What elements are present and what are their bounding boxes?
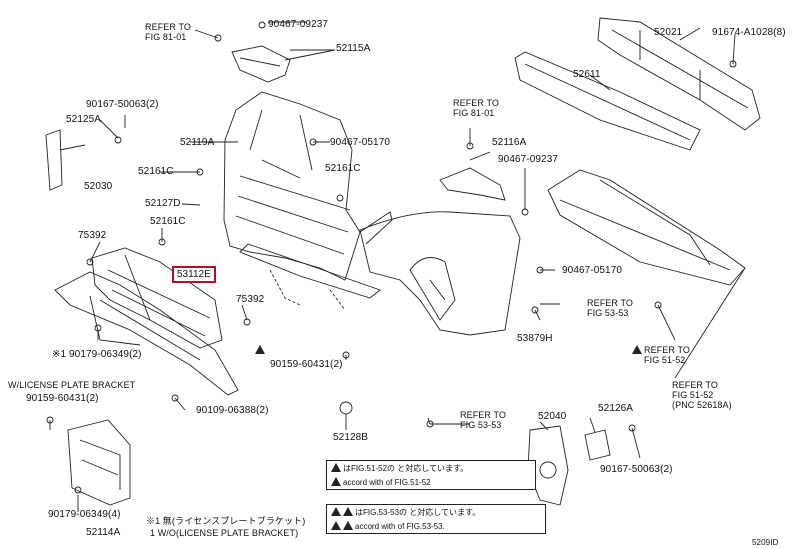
- ref-fig-53-53-a: REFER TO FIG 53-53: [587, 298, 633, 318]
- bracket-52115A-shape: [231, 45, 291, 83]
- note-text: はFIG.51-52の と対応しています。: [343, 464, 469, 473]
- radiator-support-shape: [223, 91, 361, 281]
- license-bracket-label: W/LICENSE PLATE BRACKET: [8, 380, 136, 390]
- warning-triangle-icon: [331, 507, 341, 516]
- part-90159-60431-b-wrap: [255, 345, 267, 355]
- bracket-52125A-shape: [45, 129, 86, 191]
- part-52119A[interactable]: 52119A: [180, 137, 215, 148]
- part-52161C-b[interactable]: 52161C: [325, 163, 361, 174]
- note-line-1: はFIG.51-52の と対応しています。: [331, 463, 531, 473]
- part-52021[interactable]: 52021: [654, 27, 683, 38]
- license-bracket-shape: [67, 419, 131, 506]
- ref-text: REFER TO FIG 81-01: [145, 22, 191, 42]
- footnote-en: 1 W/O(LICENSE PLATE BRACKET): [150, 528, 299, 538]
- part-52040[interactable]: 52040: [538, 411, 567, 422]
- ref-text: REFER TO FIG 51-52 (PNC 52618A): [672, 380, 732, 410]
- part-90179-06349-4[interactable]: 90179-06349(4): [48, 509, 121, 520]
- part-90167-50063-b[interactable]: 90167-50063(2): [600, 464, 673, 475]
- note-text: accord with of FIG.53-53.: [355, 522, 445, 531]
- ref-fig-53-53-b: REFER TO FIG 53-53: [460, 410, 506, 430]
- warning-triangle-icon: [331, 477, 341, 486]
- note-text: accord with of FIG.51-52: [343, 478, 431, 487]
- footnote-jp: ※1 無(ライセンスプレートブラケット): [146, 516, 306, 526]
- warning-triangle-icon: [343, 507, 353, 516]
- part-52030[interactable]: 52030: [84, 181, 113, 192]
- part-53879H[interactable]: 53879H: [517, 333, 553, 344]
- part-90467-05170-a[interactable]: 90467-05170: [330, 137, 391, 148]
- ref-fig-81-01-b: REFER TO FIG 81-01: [453, 98, 499, 118]
- fender-liner-shape: [359, 211, 521, 336]
- warning-triangle-icon: [632, 345, 642, 354]
- warning-triangle-icon: [255, 345, 265, 354]
- part-52126A[interactable]: 52126A: [598, 403, 634, 414]
- part-90467-05170-b[interactable]: 90467-05170: [562, 265, 623, 276]
- part-90467-09237-a[interactable]: 90467-09237: [268, 19, 329, 30]
- note-line-3: はFIG.53-53の と対応しています。: [331, 507, 541, 517]
- grille-53112E-shape: [91, 247, 223, 349]
- note-text: はFIG.53-53の と対応しています。: [355, 508, 481, 517]
- part-75392-b[interactable]: 75392: [236, 294, 265, 305]
- ref-text: REFER TO FIG 53-53: [587, 298, 633, 318]
- lower-spoiler-shape: [54, 271, 239, 396]
- part-52128B[interactable]: 52128B: [333, 432, 369, 443]
- part-52125A[interactable]: 52125A: [66, 114, 102, 125]
- part-52116A[interactable]: 52116A: [492, 137, 527, 148]
- ref-fig-51-52-b: REFER TO FIG 51-52 (PNC 52618A): [672, 380, 732, 410]
- part-52127D[interactable]: 52127D: [145, 198, 181, 209]
- part-52161C-c[interactable]: 52161C: [150, 216, 186, 227]
- ref-fig-51-52-a-wrap: REFER TO FIG 51-52: [632, 345, 690, 365]
- part-52115A[interactable]: 52115A: [336, 43, 371, 54]
- note-box-fig51: はFIG.51-52の と対応しています。 accord with of FIG…: [326, 460, 536, 490]
- note-box-fig53: はFIG.53-53の と対応しています。 accord with of FIG…: [326, 504, 546, 534]
- note-line-4: accord with of FIG.53-53.: [331, 521, 541, 531]
- part-90179-06349-2[interactable]: ※1 90179-06349(2): [52, 349, 142, 360]
- part-52611[interactable]: 52611: [573, 69, 601, 80]
- warning-triangle-icon: [331, 463, 341, 472]
- diagram-id: 5209ID: [752, 538, 779, 547]
- part-90109-06388[interactable]: 90109-06388(2): [196, 405, 269, 416]
- ref-fig-81-01-a: REFER TO FIG 81-01: [145, 22, 191, 42]
- part-75392-a[interactable]: 75392: [78, 230, 107, 241]
- part-52161C-a[interactable]: 52161C: [138, 166, 174, 177]
- lower-crossmember-shape: [239, 243, 381, 299]
- part-90467-09237-b[interactable]: 90467-09237: [498, 154, 559, 165]
- warning-triangle-icon: [331, 521, 341, 530]
- part-53112E-highlighted[interactable]: 53112E: [172, 266, 216, 283]
- part-52114A[interactable]: 52114A: [86, 527, 121, 538]
- note-line-2: accord with of FIG.51-52: [331, 477, 531, 487]
- warning-triangle-icon: [343, 521, 353, 530]
- part-90167-50063-a[interactable]: 90167-50063(2): [86, 99, 159, 110]
- part-90159-60431-b[interactable]: 90159-60431(2): [270, 359, 343, 370]
- bracket-52116A-shape: [439, 167, 506, 201]
- part-91674-A1028[interactable]: 91674-A1028(8): [712, 27, 786, 38]
- reinforcement-52021-shape: [597, 17, 761, 131]
- ref-text: REFER TO FIG 81-01: [453, 98, 499, 118]
- ref-text: REFER TO FIG 53-53: [460, 410, 506, 430]
- absorber-52611-shape: [514, 51, 701, 151]
- ref-text: REFER TO FIG 51-52: [644, 345, 690, 365]
- part-90159-60431-a[interactable]: 90159-60431(2): [26, 393, 99, 404]
